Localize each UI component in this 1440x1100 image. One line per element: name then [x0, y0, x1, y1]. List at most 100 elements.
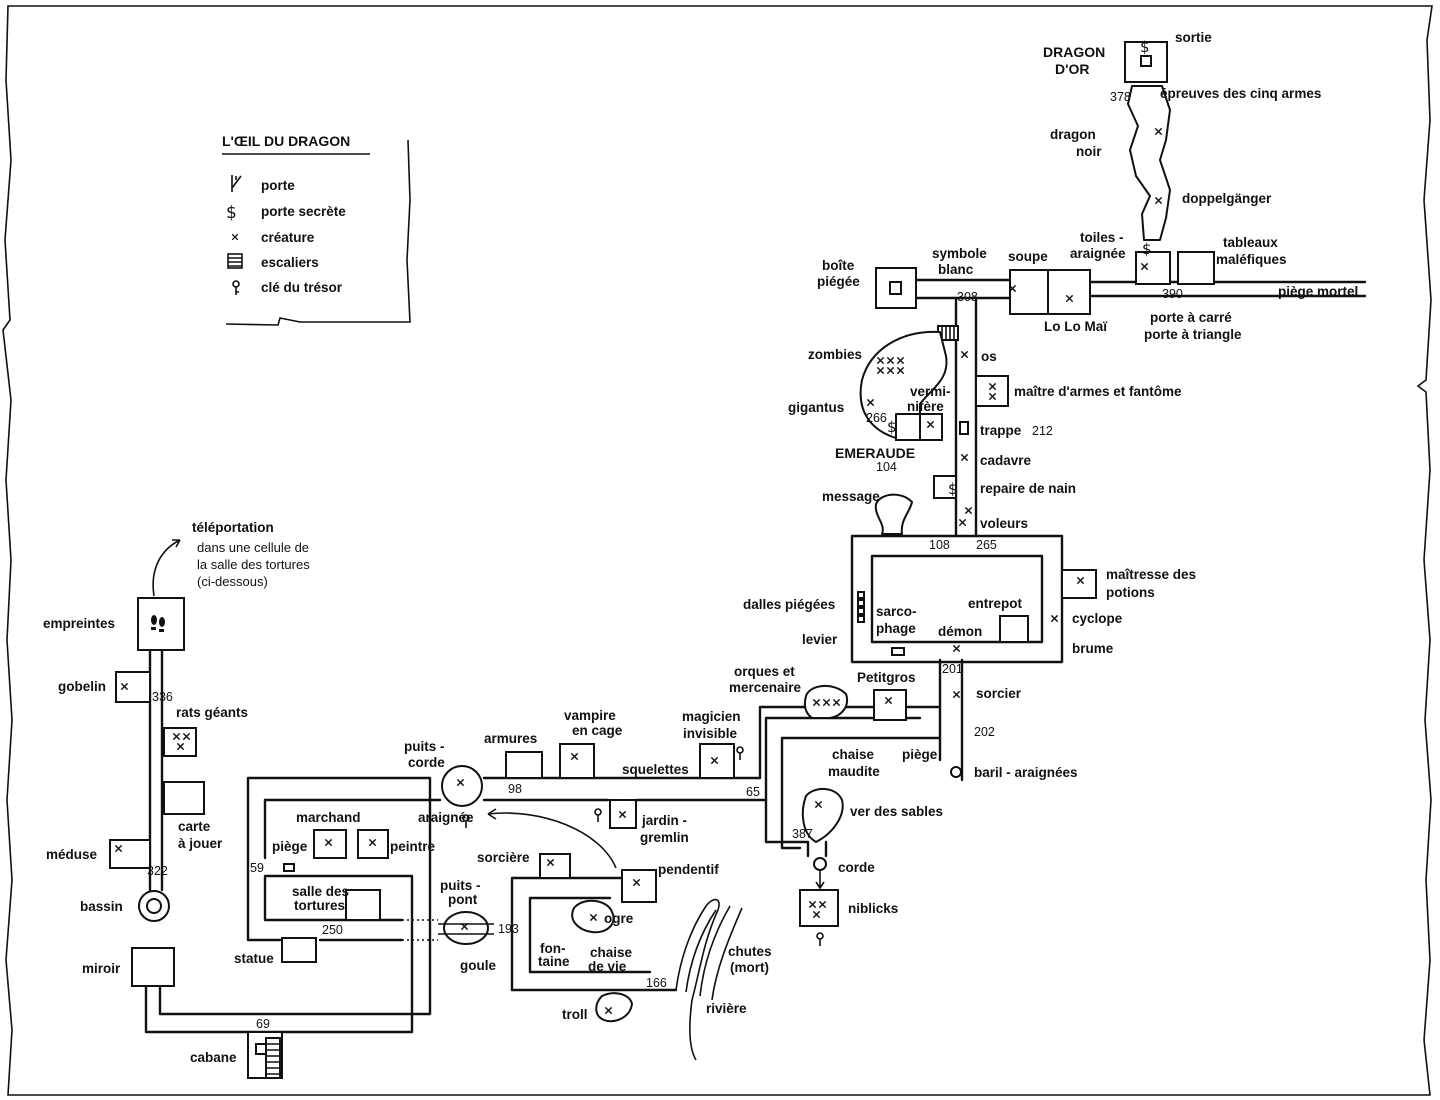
label-araignee: araignée [418, 810, 474, 825]
label-vampire-1: vampire [564, 708, 616, 723]
paragraph-numbers: 378 390 308 212 266 104 108 265 201 202 … [147, 90, 1183, 1031]
secret-door-icon: $ $ $ $ [887, 38, 1152, 498]
label-epreuves: épreuves des cinq armes [1160, 86, 1321, 101]
label-ver: ver des sables [850, 804, 943, 819]
label-symbole-2: blanc [938, 262, 974, 277]
label-maitresse-1: maîtresse des [1106, 567, 1196, 582]
legend-label-escaliers: escaliers [261, 255, 319, 270]
caves [571, 85, 1171, 1023]
treasure-key-icon [232, 280, 240, 295]
num-265: 265 [976, 538, 997, 552]
label-lolomai: Lo Lo Maï [1044, 319, 1108, 334]
label-levier: levier [802, 632, 838, 647]
creature-icon [231, 233, 239, 241]
label-zombies: zombies [808, 347, 862, 362]
label-chaise-vie-2: de vie [588, 959, 627, 974]
label-marchand: marchand [296, 810, 361, 825]
num-266: 266 [866, 411, 887, 425]
secret-door-icon: $ [226, 203, 237, 223]
label-chaise-vie-1: chaise [590, 945, 633, 960]
wells [138, 765, 962, 945]
svg-text:$: $ [1142, 240, 1152, 258]
label-empreintes: empreintes [43, 616, 115, 631]
svg-text:$: $ [887, 418, 897, 436]
legend-label-cle: clé du trésor [261, 280, 343, 295]
label-teleport-note-3: (ci-dessous) [197, 574, 268, 589]
label-peintre: peintre [390, 839, 436, 854]
label-vermi-2: nifère [907, 399, 944, 414]
num-193: 193 [498, 922, 519, 936]
svg-text:$: $ [226, 203, 237, 223]
label-teleport-note-1: dans une cellule de [197, 540, 309, 555]
num-387: 387 [792, 827, 813, 841]
label-sarco-2: phage [876, 621, 916, 636]
label-squelettes: squelettes [622, 762, 689, 777]
label-meduse: méduse [46, 847, 98, 862]
dotted-passages [402, 799, 636, 941]
label-corde: corde [838, 860, 875, 875]
label-dragon-noir-1: dragon [1050, 127, 1096, 142]
num-98: 98 [508, 782, 522, 796]
label-baril: baril - araignées [974, 765, 1078, 780]
label-salle-1: salle des [292, 884, 349, 899]
label-symbole-1: symbole [932, 246, 987, 261]
stairs-icon [227, 253, 243, 269]
puits-corde-circle [441, 765, 483, 807]
arrows [152, 539, 617, 869]
label-cyclope: cyclope [1072, 611, 1123, 626]
num-108: 108 [929, 538, 950, 552]
label-orques-2: mercenaire [729, 680, 802, 695]
legend-label-porte: porte [261, 178, 295, 193]
parchment-border [2, 5, 1433, 1096]
label-carre: porte à carré [1150, 310, 1232, 325]
label-puits-pont-2: pont [448, 892, 478, 907]
label-armures: armures [484, 731, 537, 746]
num-322: 322 [147, 864, 168, 878]
label-fontaine-2: taine [538, 954, 570, 969]
label-piege-mortel: piège mortel [1278, 284, 1358, 299]
label-dalles: dalles piégées [743, 597, 835, 612]
label-ogre: ogre [604, 911, 634, 926]
treasure-key-icon [462, 746, 824, 946]
num-202: 202 [974, 725, 995, 739]
label-trappe: trappe [980, 423, 1022, 438]
label-brume: brume [1072, 641, 1114, 656]
label-toiles-1: toiles - [1080, 230, 1124, 245]
legend-label-porte-secrete: porte secrète [261, 204, 346, 219]
corridors [144, 278, 1367, 1034]
label-emeraude: EMERAUDE [835, 445, 915, 461]
river [675, 898, 743, 1061]
label-sorciere: sorcière [477, 850, 530, 865]
num-201: 201 [942, 662, 963, 676]
label-toiles-2: araignée [1070, 246, 1126, 261]
footprints-icon [151, 615, 165, 632]
label-sarco-1: sarco- [876, 604, 917, 619]
label-miroir: miroir [82, 961, 121, 976]
num-65: 65 [746, 785, 760, 799]
label-salle-2: tortures [294, 898, 345, 913]
label-soupe: soupe [1008, 249, 1048, 264]
num-104: 104 [876, 460, 897, 474]
label-goule: goule [460, 958, 496, 973]
label-jardin-2: gremlin [640, 830, 689, 845]
label-tableaux-2: maléfiques [1216, 252, 1287, 267]
label-dragon-noir-2: noir [1076, 144, 1102, 159]
label-demon: démon [938, 624, 982, 639]
label-cabane: cabane [190, 1050, 237, 1065]
num-166: 166 [646, 976, 667, 990]
door-icon [231, 175, 242, 192]
label-puits-corde-1: puits - [404, 739, 445, 754]
label-bassin: bassin [80, 899, 123, 914]
label-maitresse-2: potions [1106, 585, 1155, 600]
label-jardin-1: jardin - [641, 813, 687, 828]
label-chaise-maudite-2: maudite [828, 764, 880, 779]
map-labels: DRAGON D'OR sortie épreuves des cinq arm… [43, 30, 1358, 1065]
label-boite-1: boîte [822, 258, 855, 273]
num-59: 59 [250, 861, 264, 875]
label-riviere: rivière [706, 1001, 747, 1016]
legend: L'ŒIL DU DRAGON porte $ porte secrète cr… [222, 133, 411, 326]
label-chaise-maudite-1: chaise [832, 747, 875, 762]
label-dragon-or-2: D'OR [1055, 61, 1089, 77]
label-magicien-1: magicien [682, 709, 741, 724]
label-pendentif: pendentif [658, 862, 719, 877]
